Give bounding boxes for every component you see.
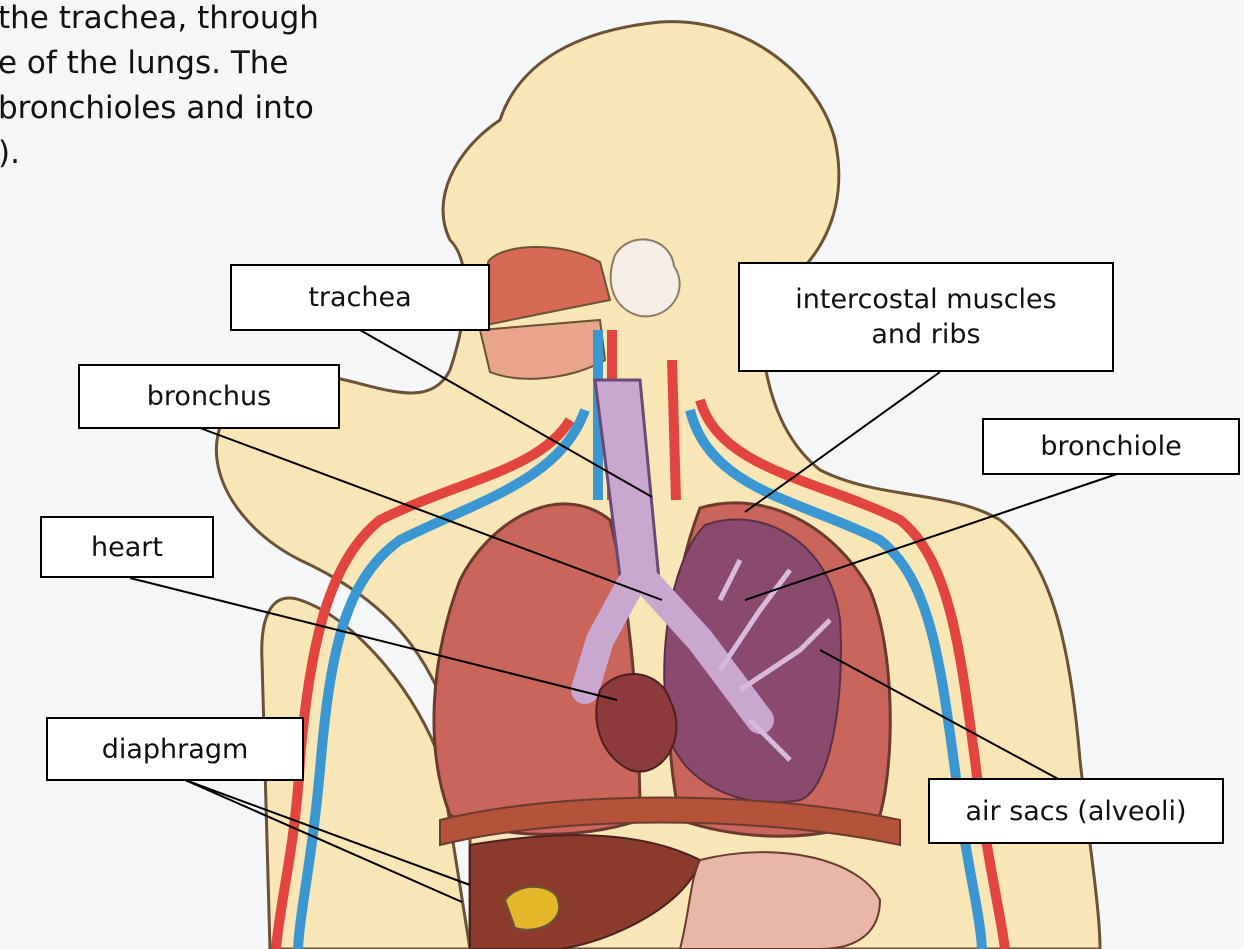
label-air-sacs: air sacs (alveoli): [928, 778, 1224, 844]
label-bronchus: bronchus: [78, 364, 340, 429]
label-intercostal-muscles: intercostal muscles and ribs: [738, 262, 1114, 372]
label-diaphragm: diaphragm: [46, 717, 304, 781]
label-heart: heart: [40, 516, 214, 578]
label-trachea: trachea: [230, 264, 490, 331]
gallbladder: [505, 887, 559, 930]
lung-cutaway: [664, 519, 841, 802]
neck-artery-right: [672, 360, 676, 500]
label-bronchiole: bronchiole: [982, 418, 1240, 475]
